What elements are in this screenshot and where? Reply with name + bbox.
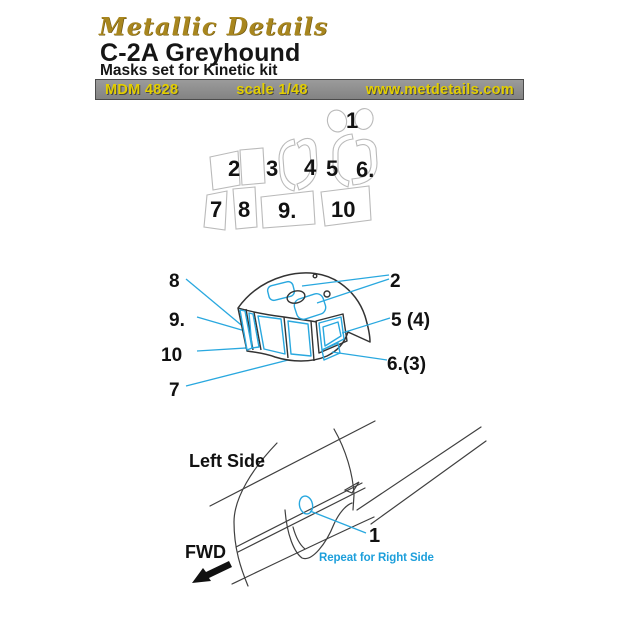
callout-2: 2 [390, 271, 401, 292]
leader-2b [316, 278, 390, 304]
sponson-inner-line [292, 526, 306, 550]
piece-number-10: 10 [331, 197, 355, 222]
fuselage-frame-2 [333, 428, 355, 511]
callout-10: 10 [161, 345, 182, 366]
piece-number-3: 3 [266, 156, 278, 181]
aft-contour-1 [356, 426, 482, 511]
page-subtitle: Masks set for Kinetic kit [100, 62, 278, 79]
mask-sheet-diagram: 1 2 3 4 5 6. 7 8 9. 10 [203, 108, 378, 231]
mask-piece-3 [278, 138, 296, 192]
top-hatch-mask-2b [293, 292, 327, 321]
mask-piece-2b [239, 147, 266, 186]
sponson-outline [284, 502, 353, 560]
aft-contour-2 [370, 440, 487, 525]
strake-line-upper [235, 482, 363, 548]
divider-a [253, 311, 262, 351]
mask-piece-9 [260, 190, 316, 229]
fuselage-bottom-edge [231, 516, 375, 585]
product-code: MDM 4828 [105, 81, 179, 98]
callout-6-3: 6.(3) [387, 354, 426, 375]
canopy-diagram: 8 9. 10 7 2 5 (4) 6.(3) [161, 271, 430, 401]
leader-2a [301, 274, 390, 287]
info-bar: MDM 4828 scale 1/48 www.metdetails.com [95, 79, 524, 100]
view-label: Left Side [189, 451, 265, 471]
mask-piece-1a [326, 109, 348, 133]
callout-9: 9. [169, 310, 185, 331]
callout-8: 8 [169, 271, 180, 292]
mask-piece-2a [209, 150, 241, 191]
pane-10-mask [257, 315, 286, 355]
piece-number-9: 9. [278, 198, 296, 223]
top-hatch-opening [286, 290, 306, 304]
side-pane-frame [315, 313, 348, 354]
leader-1 [309, 510, 367, 534]
piece-number-6: 6. [356, 157, 374, 182]
fwd-arrow-icon [192, 561, 232, 583]
mask-piece-8 [232, 186, 258, 230]
fwd-label: FWD [185, 542, 226, 562]
mask-piece-5 [332, 133, 354, 188]
mask-piece-7 [203, 190, 228, 231]
top-detail-small-a [312, 273, 318, 279]
divider-b [283, 316, 289, 359]
strake-line-lower [237, 487, 366, 553]
mask-piece-10 [320, 185, 372, 227]
callout-7: 7 [169, 380, 180, 401]
piece-number-2: 2 [228, 156, 240, 181]
pane-5-mask-inner [322, 321, 342, 347]
leader-7 [185, 356, 301, 387]
leader-8 [185, 278, 247, 330]
pane-7-mask [287, 320, 312, 357]
strake-end-wedge [343, 481, 360, 494]
pane-9-mask [248, 312, 260, 349]
top-detail-small-b [323, 290, 331, 298]
piece-number-7: 7 [210, 197, 222, 222]
callout-1: 1 [369, 525, 380, 547]
repeat-note: Repeat for Right Side [319, 552, 434, 564]
leader-6 [331, 351, 388, 361]
website-link[interactable]: www.metdetails.com [365, 81, 514, 98]
divider-c [310, 320, 315, 362]
brand-logo: Metallic Details [99, 12, 329, 41]
piece-number-8: 8 [238, 197, 250, 222]
side-view-diagram: Left Side FWD 1 Repeat for Right Side [185, 420, 487, 587]
fuselage-top-edge [209, 420, 376, 507]
mask-piece-6 [351, 138, 378, 186]
piece-number-5: 5 [326, 156, 338, 181]
leader-5 [341, 317, 391, 334]
callout-5-4: 5 (4) [391, 310, 430, 331]
top-hatch-mask-2a [266, 280, 296, 302]
piece-number-1: 1 [346, 108, 358, 133]
window-mask-1-location [298, 495, 314, 515]
piece-number-4: 4 [304, 155, 317, 180]
page-title: C-2A Greyhound [100, 39, 301, 67]
pane-5-mask-outer [318, 316, 345, 351]
scale-label: scale 1/48 [236, 81, 308, 98]
mask-piece-4 [296, 137, 318, 191]
mask-piece-1b [354, 108, 374, 130]
fuselage-frame-1 [233, 442, 278, 587]
